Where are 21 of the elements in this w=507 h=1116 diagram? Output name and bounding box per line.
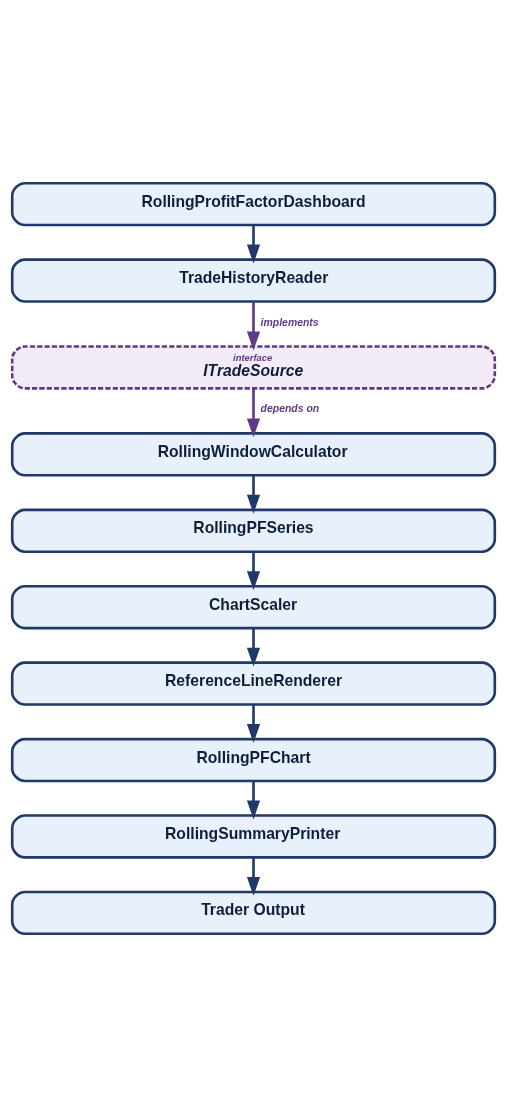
node-box: RollingSummaryPrinter <box>10 813 497 859</box>
node-box: ChartScaler <box>10 584 497 629</box>
node-box: TradeHistoryReader <box>10 257 497 303</box>
arrow <box>246 780 261 819</box>
arrow <box>246 856 261 896</box>
arrow <box>246 301 261 350</box>
arrow <box>246 388 261 437</box>
node-box: RollingProfitFactorDashboard <box>10 181 497 226</box>
arrow <box>246 224 261 263</box>
arrow <box>246 551 261 590</box>
node-box: interface ITradeSource <box>10 344 497 390</box>
node-box: RollingWindowCalculator <box>10 431 497 477</box>
node-box: Trader Output <box>10 890 497 935</box>
node-box: RollingPFChart <box>10 737 497 782</box>
edge-label: depends on <box>260 402 320 414</box>
arrow <box>246 474 261 514</box>
node-box: RollingPFSeries <box>10 508 497 553</box>
node-box: ReferenceLineRenderer <box>10 660 497 706</box>
edge-label: implements <box>260 316 319 328</box>
arrow <box>246 704 261 743</box>
arrow <box>246 627 261 667</box>
